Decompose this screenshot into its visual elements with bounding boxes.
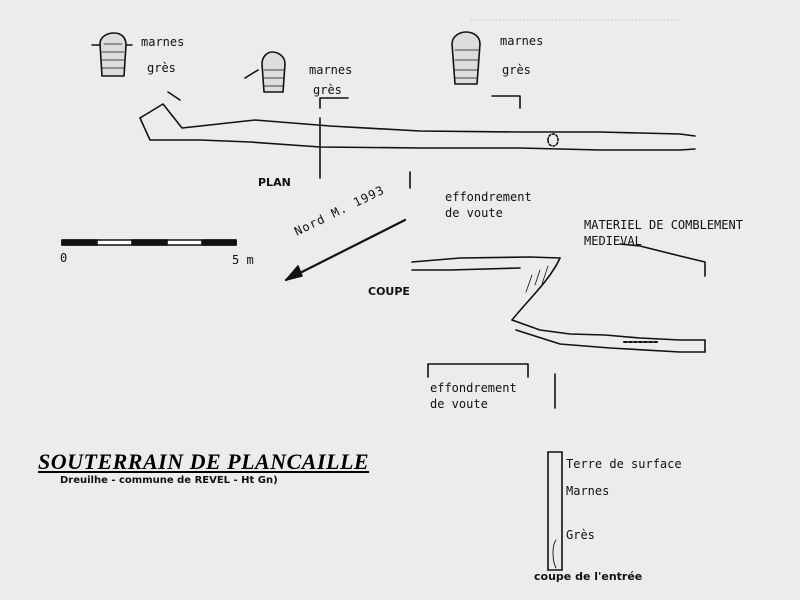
plan-tunnel-outline xyxy=(139,103,696,151)
right-strata-top-label: marnes xyxy=(500,34,544,48)
plan-collapse-label: effondrement de voute xyxy=(445,190,532,220)
middle-strata-bottom-label: grès xyxy=(313,83,342,97)
diagram-subtitle: Dreuilhe - commune de REVEL - Ht Gn) xyxy=(60,475,278,486)
layer-marnes-label: Marnes xyxy=(566,484,610,498)
right-strata-bottom-label: grès xyxy=(502,63,531,77)
left-strata-top-label: marnes xyxy=(141,35,185,49)
fill-material-label: MATERIEL DE COMBLEMENT MEDIEVAL xyxy=(584,218,743,248)
diagram-title: SOUTERRAIN DE PLANCAILLE xyxy=(38,449,370,474)
north-arrow xyxy=(284,218,407,282)
coupe-collapse-label: effondrement de voute xyxy=(430,381,517,411)
coupe-label: COUPE xyxy=(368,285,410,298)
layer-gres-label: Grès xyxy=(566,528,595,542)
scale-start-label: 0 xyxy=(60,251,68,265)
scale-bar xyxy=(61,239,237,246)
background-text: ........................................… xyxy=(470,10,680,25)
plan-right-strata xyxy=(409,31,521,189)
left-strata-bottom-label: grès xyxy=(147,61,176,75)
middle-strata-top-label: marnes xyxy=(309,63,353,77)
entrance-section xyxy=(547,451,563,571)
layer-surface-label: Terre de surface xyxy=(566,457,682,471)
plan-left-strata xyxy=(91,32,181,101)
entrance-section-label: coupe de l'entrée xyxy=(534,570,643,583)
plan-label: PLAN xyxy=(258,176,291,189)
coupe-tunnel-outline xyxy=(411,243,706,409)
scale-end-label: 5 m xyxy=(232,253,254,267)
plan-middle-strata xyxy=(244,51,349,179)
